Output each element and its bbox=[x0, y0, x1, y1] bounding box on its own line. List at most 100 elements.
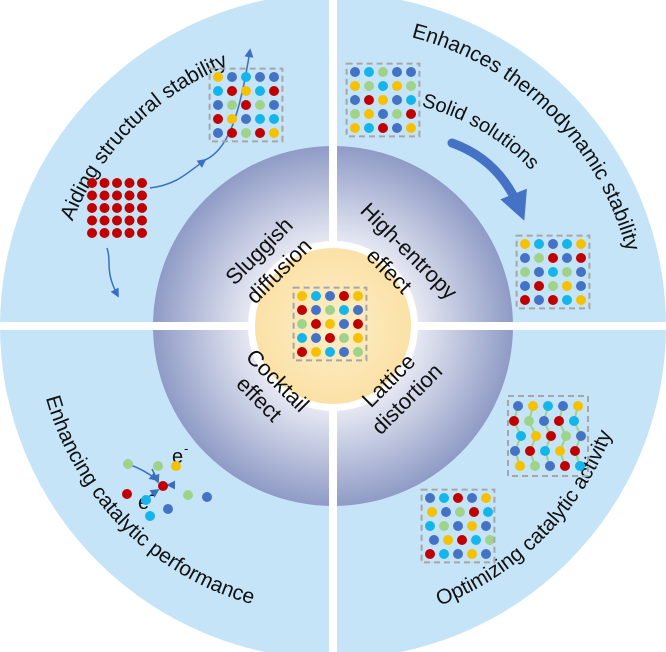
mixed-lattice-top-right-b-atom bbox=[562, 281, 572, 291]
pure-lattice-atom bbox=[112, 190, 122, 201]
mixed-lattice-center-atom bbox=[311, 333, 321, 343]
pure-lattice-atom bbox=[112, 203, 122, 213]
mixed-lattice-center-atom bbox=[339, 319, 349, 329]
mixed-lattice-center-atom bbox=[325, 347, 335, 357]
mixed-lattice-top-left-atom bbox=[213, 86, 223, 96]
pure-lattice-atom bbox=[99, 190, 110, 201]
mixed-lattice-bottom-right-atom bbox=[467, 493, 477, 503]
mixed-lattice-top-left-atom bbox=[227, 72, 237, 82]
mixed-lattice-top-right-a-atom bbox=[350, 95, 360, 105]
mixed-lattice-top-right-b-atom bbox=[548, 295, 558, 305]
mixed-lattice-bottom-right-atom bbox=[453, 521, 463, 531]
mixed-lattice-bottom-right-atom bbox=[457, 535, 467, 545]
pure-lattice-atom bbox=[112, 228, 122, 238]
mixed-lattice-center-atom bbox=[311, 305, 321, 315]
mixed-lattice-bottom-right-atom bbox=[439, 493, 449, 503]
distorted-lattice-atom bbox=[510, 446, 520, 456]
mixed-lattice-top-left-atom bbox=[241, 114, 251, 124]
mixed-lattice-bottom-right-atom bbox=[427, 507, 437, 517]
svg-text:-: - bbox=[150, 487, 154, 502]
mixed-lattice-center-atom bbox=[297, 333, 307, 343]
mixed-lattice-top-right-a-atom bbox=[364, 95, 374, 105]
mixed-lattice-top-right-a-atom bbox=[406, 67, 416, 77]
mixed-lattice-top-right-b-atom bbox=[548, 239, 558, 249]
pure-lattice-atom bbox=[112, 215, 122, 226]
mixed-lattice-top-right-b-atom bbox=[534, 239, 544, 249]
distorted-lattice-atom bbox=[525, 446, 535, 456]
distorted-lattice-atom bbox=[561, 431, 571, 441]
mixed-lattice-center-atom bbox=[325, 291, 335, 301]
distorted-lattice-atom bbox=[554, 416, 564, 426]
mixed-lattice-bottom-right-atom bbox=[481, 549, 491, 559]
distorted-lattice-atom bbox=[573, 401, 583, 411]
pure-lattice-atom bbox=[87, 228, 97, 238]
diffusion-arrows bbox=[106, 48, 254, 298]
mixed-lattice-top-left-atom bbox=[227, 128, 237, 138]
mixed-lattice-top-left-box bbox=[208, 67, 284, 143]
electron-label-1: e - bbox=[172, 441, 188, 468]
mixed-lattice-center-atom bbox=[297, 319, 307, 329]
pure-lattice-atom bbox=[137, 215, 147, 226]
cocktail-atom bbox=[141, 495, 151, 505]
pure-lattice-atom bbox=[87, 215, 97, 226]
mixed-lattice-bottom-right-atom bbox=[439, 521, 449, 531]
cocktail-atom bbox=[183, 490, 193, 500]
svg-text:-: - bbox=[184, 441, 188, 456]
mixed-lattice-top-left-atom bbox=[213, 100, 223, 110]
pure-lattice-atom bbox=[137, 190, 147, 201]
mixed-lattice-center-atom bbox=[297, 305, 307, 315]
pure-lattice-atom bbox=[124, 190, 135, 201]
mixed-lattice-center-atom bbox=[339, 305, 349, 315]
mixed-lattice-bottom-right-atom bbox=[443, 535, 453, 545]
mixed-lattice-bottom-right-box bbox=[420, 488, 496, 564]
distorted-lattice-atom bbox=[569, 416, 579, 426]
mixed-lattice-bottom-right-atom bbox=[485, 535, 495, 545]
distorted-lattice-atom bbox=[555, 446, 565, 456]
mixed-lattice-bottom-right-atom bbox=[467, 521, 477, 531]
mixed-lattice-bottom-right-atom bbox=[439, 549, 449, 559]
mixed-lattice-top-right-a-atom bbox=[392, 95, 402, 105]
distorted-lattice-atom bbox=[524, 416, 534, 426]
distorted-lattice-atom bbox=[576, 431, 586, 441]
mixed-lattice-top-right-a-atom bbox=[378, 81, 388, 91]
pure-lattice-atom bbox=[124, 228, 135, 238]
mixed-lattice-top-right-b-atom bbox=[576, 267, 586, 277]
pure-lattice-atom bbox=[137, 178, 147, 188]
center-ring-border bbox=[248, 241, 418, 411]
mixed-lattice-bottom-right-atom bbox=[453, 549, 463, 559]
pure-lattice-atom bbox=[99, 203, 110, 213]
mixed-lattice-bottom-right-atom bbox=[425, 493, 435, 503]
mixed-lattice-top-left-atom bbox=[269, 86, 279, 96]
mixed-lattice-top-left-atom bbox=[213, 128, 223, 138]
distorted-lattice-atom bbox=[575, 461, 585, 471]
mixed-lattice-top-left-atom bbox=[241, 86, 251, 96]
mixed-lattice-top-right-a-atom bbox=[364, 81, 374, 91]
mixed-lattice-top-right-b-atom bbox=[520, 281, 530, 291]
distorted-lattice-atom bbox=[530, 461, 540, 471]
distorted-lattice-atom bbox=[546, 431, 556, 441]
mixed-lattice-center-atom bbox=[353, 333, 363, 343]
mixed-lattice-top-right-b-atom bbox=[562, 239, 572, 249]
mixed-lattice-bottom-right-atom bbox=[471, 535, 481, 545]
atom-lattices bbox=[87, 62, 591, 564]
mixed-lattice-bottom-right-atom bbox=[467, 549, 477, 559]
distorted-lattice-atom bbox=[560, 461, 570, 471]
mixed-lattice-top-right-a-atom bbox=[350, 123, 360, 133]
distorted-lattice-atom bbox=[528, 401, 538, 411]
mixed-lattice-top-left-atom bbox=[255, 128, 265, 138]
mixed-lattice-top-right-a-atom bbox=[406, 81, 416, 91]
mixed-lattice-top-right-a-box bbox=[345, 62, 421, 138]
pure-lattice-atom bbox=[99, 215, 110, 226]
mixed-lattice-center-atom bbox=[353, 347, 363, 357]
mixed-lattice-top-left-atom bbox=[241, 72, 251, 82]
mixed-lattice-top-right-a-atom bbox=[364, 123, 374, 133]
pure-lattice-atom bbox=[87, 178, 97, 188]
distorted-lattice-atom bbox=[515, 461, 525, 471]
mixed-lattice-bottom-right-atom bbox=[425, 549, 435, 559]
mixed-lattice-top-right-b-atom bbox=[576, 239, 586, 249]
mixed-lattice-top-left-atom bbox=[269, 100, 279, 110]
cocktail-atom bbox=[123, 459, 133, 469]
mixed-lattice-center-atom bbox=[325, 319, 335, 329]
cocktail-atom bbox=[158, 481, 168, 491]
